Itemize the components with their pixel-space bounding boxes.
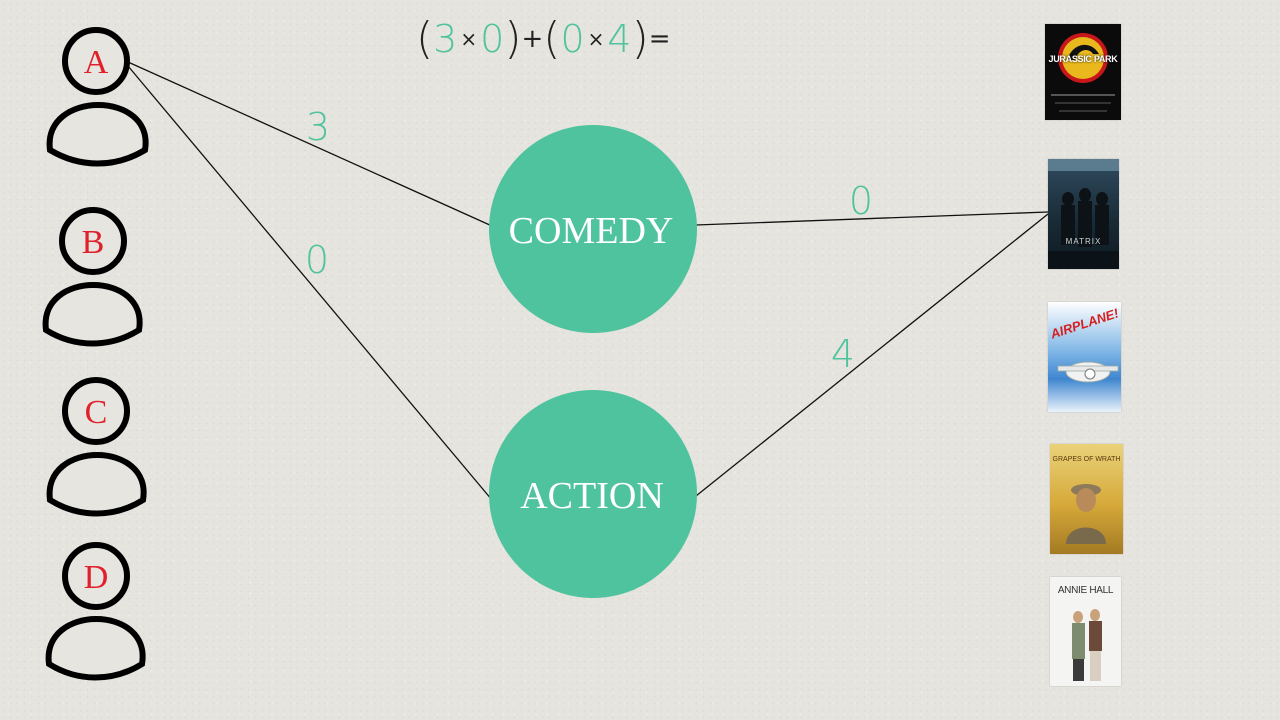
poster-annie-hall: ANNIE HALL (1050, 577, 1121, 686)
matrix-figures (1048, 159, 1119, 269)
action-node (489, 390, 697, 598)
annie-hall-art (1072, 609, 1102, 681)
formula-equals: = (648, 24, 671, 54)
action-label: ACTION (520, 475, 664, 517)
comedy-node (489, 125, 697, 333)
weight-action-matrix: 4 (831, 332, 855, 376)
formula-term-a: 3 (433, 17, 458, 61)
formula-open-paren-2: ( (543, 13, 561, 64)
user-a-label: A (84, 44, 109, 81)
edge-a-action (127, 65, 493, 501)
poster-jurassic-park: JURASSIC PARK (1045, 24, 1121, 120)
poster-airplane: AIRPLANE! (1048, 302, 1121, 412)
user-a-icon: A (46, 27, 149, 167)
formula-term-d: 4 (607, 17, 632, 61)
comedy-label: COMEDY (509, 210, 674, 252)
formula-close-paren-1: ) (504, 13, 522, 64)
edge-comedy-matrix (695, 211, 1049, 226)
formula-term-b: 0 (480, 17, 505, 61)
poster-jurassic-park-title: JURASSIC PARK (1048, 54, 1118, 64)
jurassic-park-logo (1051, 33, 1115, 112)
formula-term-c: 0 (560, 17, 585, 61)
grapes-of-wrath-art (1066, 484, 1106, 544)
formula-plus: + (521, 24, 544, 54)
user-d-label: D (84, 559, 109, 596)
poster-matrix: MATRIX (1048, 159, 1119, 269)
formula-times-1: × (460, 27, 478, 51)
poster-grapes-of-wrath-title: GRAPES OF WRATH (1052, 456, 1121, 463)
user-c-icon: C (46, 377, 147, 517)
formula: ( 3 × 0 ) + ( 0 × 4 ) = (416, 14, 671, 64)
user-c-label: C (85, 394, 108, 431)
airplane-art (1057, 361, 1119, 383)
formula-close-paren-2: ) (631, 13, 649, 64)
weight-comedy-matrix: 0 (849, 179, 873, 223)
user-d-icon: D (45, 542, 146, 681)
edge-a-comedy (127, 61, 493, 227)
weight-a-comedy: 3 (306, 105, 330, 149)
formula-open-paren-1: ( (416, 13, 434, 64)
user-b-label: B (82, 224, 105, 261)
edge-action-matrix (695, 213, 1049, 497)
poster-matrix-title: MATRIX (1065, 237, 1102, 246)
weight-a-action: 0 (305, 238, 329, 282)
user-b-icon: B (42, 207, 143, 347)
poster-annie-hall-title: ANNIE HALL (1057, 585, 1114, 596)
formula-times-2: × (587, 27, 605, 51)
poster-grapes-of-wrath: GRAPES OF WRATH (1050, 444, 1123, 554)
